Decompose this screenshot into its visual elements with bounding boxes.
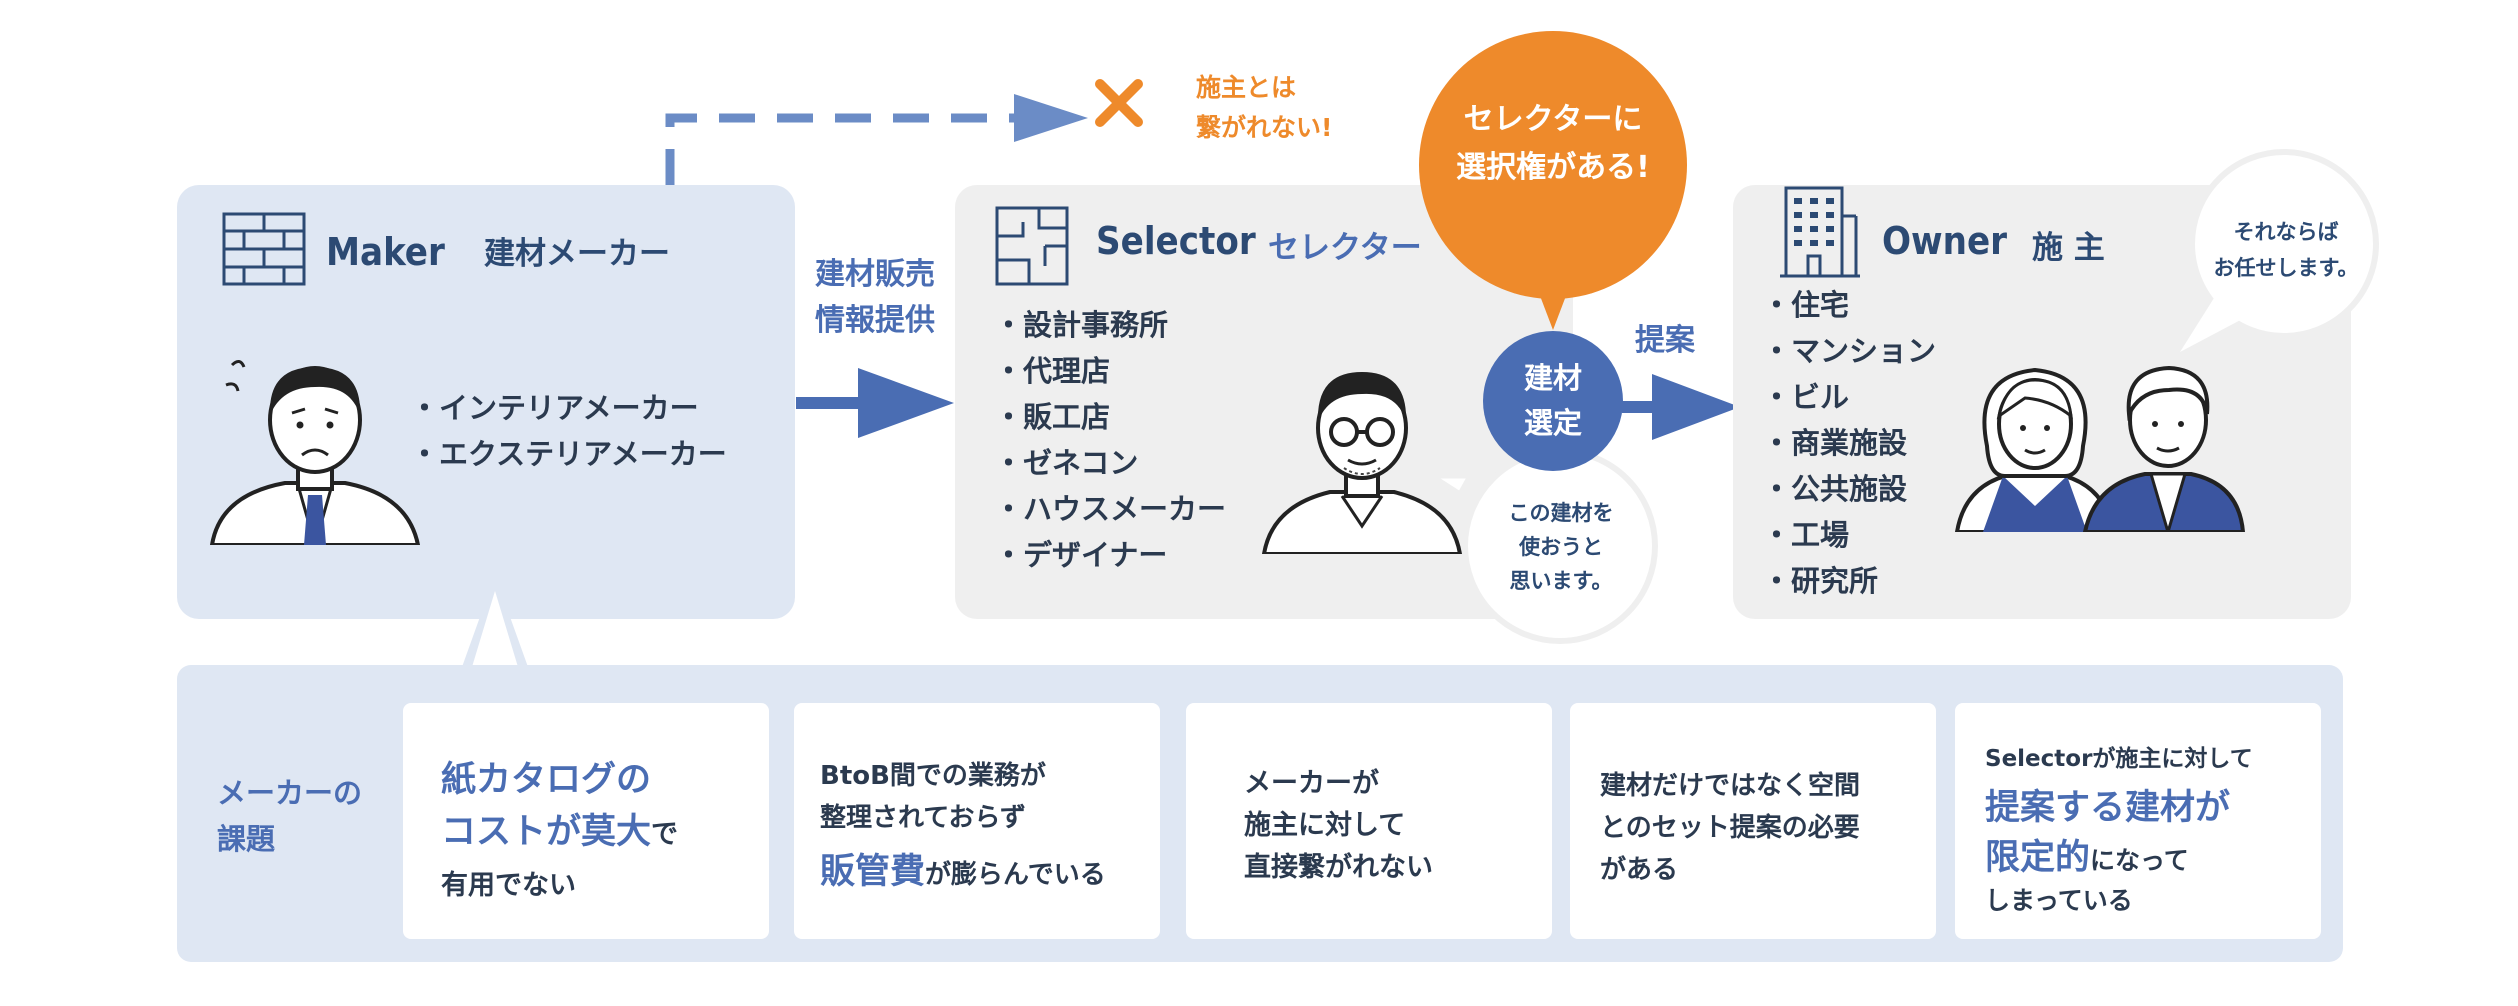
selection-badge-text: 建材 選定: [1523, 361, 1582, 440]
selection-rights-text: セレクターに 選択権がある!: [1456, 102, 1650, 185]
list-item: マンション: [1762, 328, 1936, 374]
list-item: 工場: [1762, 512, 1936, 558]
selection-badge: [1483, 331, 1623, 471]
floor-plan-icon: [995, 206, 1069, 286]
selector-to-owner-label: 提案: [1635, 323, 1695, 358]
maker-title-ja: 建材メーカー: [484, 236, 670, 272]
list-item: デザイナー: [994, 532, 1226, 578]
list-item: 住宅: [1762, 282, 1936, 328]
building-icon: [1780, 186, 1860, 278]
maker-to-selector-label: 建材販売 情報提供: [815, 257, 935, 338]
owner-speech-bubble: [2180, 149, 2379, 352]
owner-title-ja: 施 主: [2032, 230, 2105, 266]
owner-type-list: 住宅 マンション ビル 商業施設 公共施設 工場 研究所: [1762, 282, 1936, 604]
blocked-connection-arrow: [665, 94, 1088, 185]
maker-type-list: インテリアメーカー エクステリアメーカー: [410, 385, 727, 477]
list-item: ゼネコン: [994, 440, 1226, 486]
list-item: 販工店: [994, 394, 1226, 440]
list-item: 商業施設: [1762, 420, 1936, 466]
owner-speech-text: それならば お任せします。: [2213, 220, 2359, 280]
blocked-note: 施主とは 繋がれない!: [1196, 73, 1333, 142]
flow-arrow: [796, 368, 954, 438]
flow-arrow: [1622, 374, 1740, 440]
selector-title-ja: セレクター: [1268, 230, 1422, 266]
selector-type-list: 設計事務所 代理店 販工店 ゼネコン ハウスメーカー デザイナー: [994, 302, 1226, 578]
list-item: エクステリアメーカー: [410, 431, 727, 477]
issue-card: 建材だけではなく空間 とのセット提案の必要 がある: [1570, 703, 1936, 939]
list-item: 設計事務所: [994, 302, 1226, 348]
issue-card: BtoB間での業務が 整理されておらず 販管費が膨らんでいる: [794, 703, 1160, 939]
callout-pointer: [462, 575, 528, 667]
selector-title-en: Selector: [1096, 219, 1256, 263]
list-item: 公共施設: [1762, 466, 1936, 512]
owner-title-en: Owner: [1882, 219, 2008, 263]
worried-maker-illustration: [210, 360, 420, 545]
list-item: 代理店: [994, 348, 1226, 394]
list-item: ハウスメーカー: [994, 486, 1226, 532]
selector-speech-text: この建材を 使おうと 思います。: [1508, 501, 1614, 593]
list-item: インテリアメーカー: [410, 385, 727, 431]
owner-couple-illustration: [1955, 365, 2245, 532]
issue-card: Selectorが施主に対して 提案する建材が 限定的になって しまっている: [1955, 703, 2321, 939]
cross-icon: [1095, 79, 1143, 127]
issue-card: メーカーが 施主に対して 直接繋がれない: [1186, 703, 1552, 939]
list-item: 研究所: [1762, 558, 1936, 604]
brick-wall-icon: [222, 212, 306, 286]
issue-card: 紙カタログの コストが莫大で 有用でない: [403, 703, 769, 939]
selection-rights-callout: [1419, 31, 1687, 330]
list-item: ビル: [1762, 374, 1936, 420]
selector-person-illustration: [1262, 372, 1462, 554]
maker-title-en: Maker: [326, 230, 445, 274]
issues-label: メーカーの 課題: [217, 776, 363, 856]
